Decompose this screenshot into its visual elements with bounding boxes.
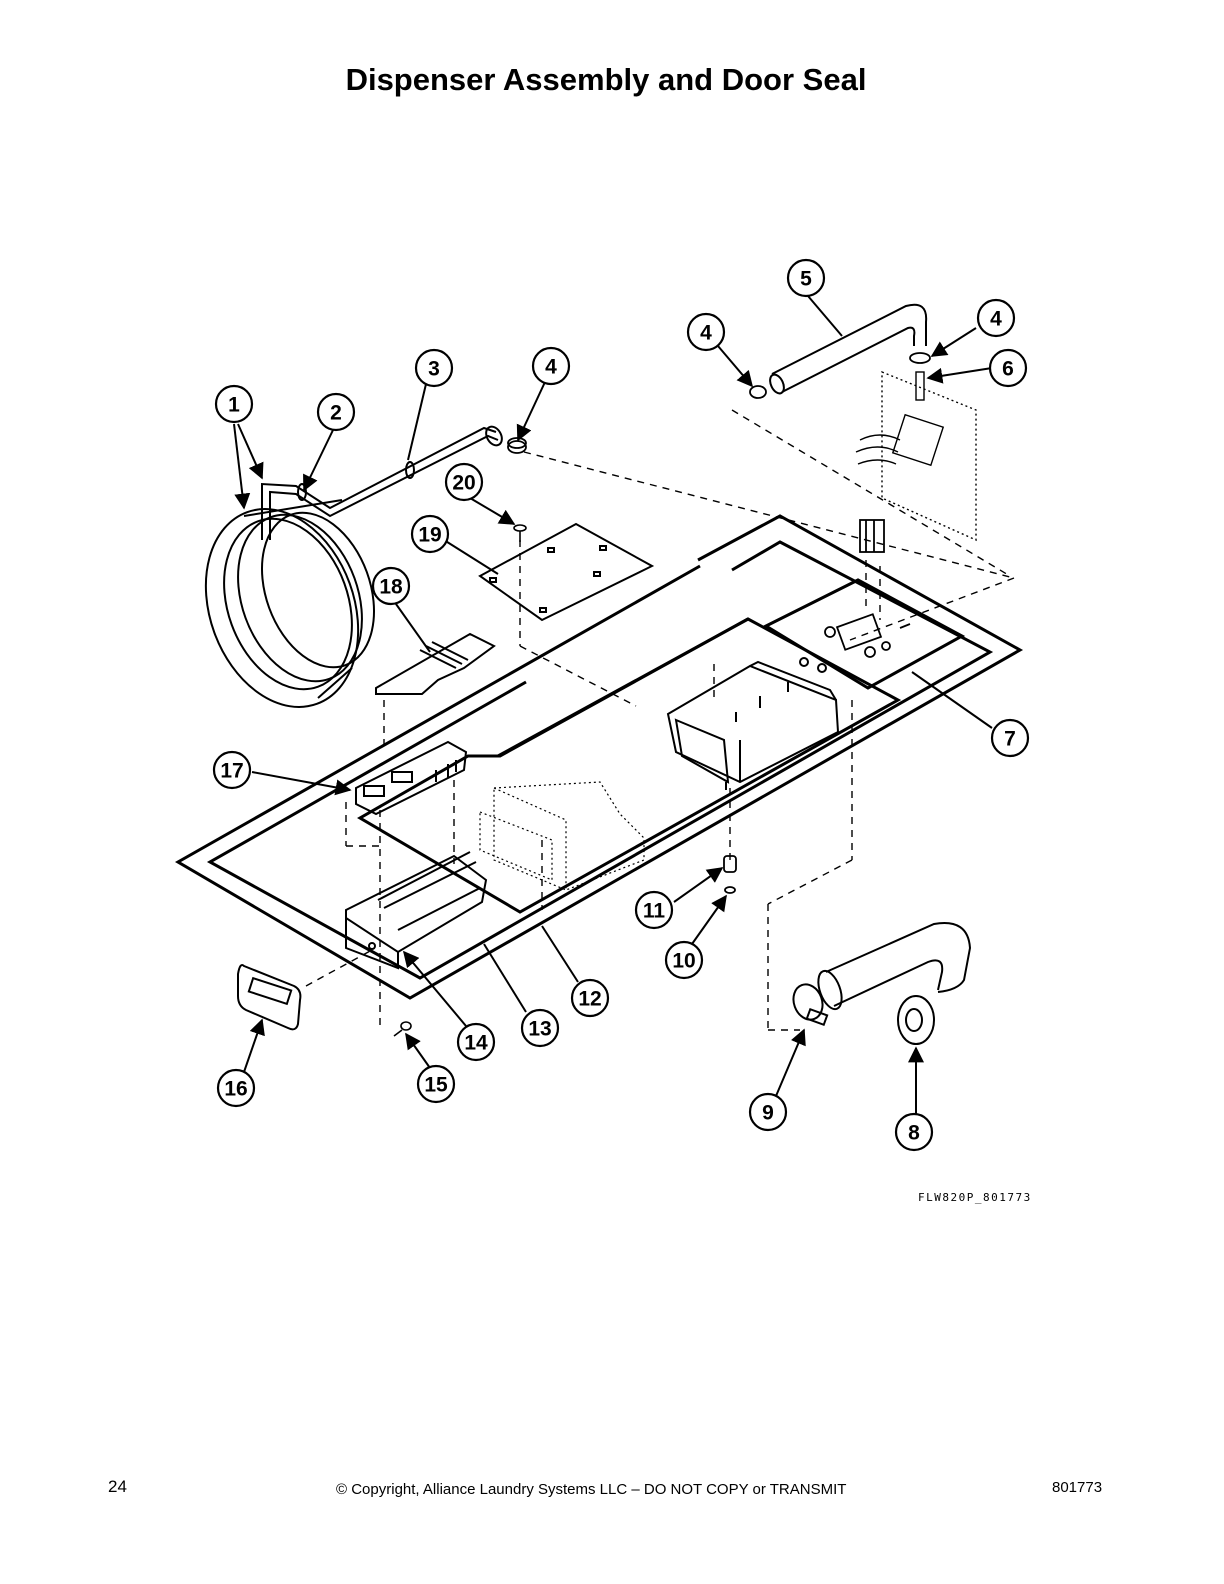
callout-6: 6 (988, 348, 1028, 388)
callout-19: 19 (410, 514, 450, 554)
dispenser-front-part (355, 740, 468, 816)
copyright-notice: © Copyright, Alliance Laundry Systems LL… (336, 1481, 847, 1498)
callout-7: 7 (990, 718, 1030, 758)
hose-clamp-part-upper (749, 352, 931, 399)
callout-20: 20 (444, 462, 484, 502)
callout-circle (410, 514, 450, 554)
callout-circle (456, 1022, 496, 1062)
callout-circle (520, 1008, 560, 1048)
callout-circle (316, 392, 356, 432)
callout-circle (894, 1112, 934, 1152)
callout-circle (786, 258, 826, 298)
callout-circle (214, 384, 254, 424)
callout-circle (634, 890, 674, 930)
callout-17: 17 (212, 750, 252, 790)
callout-18: 18 (371, 566, 411, 606)
callout-number: 6 (1002, 358, 1014, 381)
callout-circle (570, 978, 610, 1018)
callout-4: 4 (531, 346, 571, 386)
bellows-hose-part (817, 922, 972, 1045)
drawing-code: FLW820P_801773 (918, 1191, 1032, 1204)
door-seal-part (204, 499, 376, 708)
nozzle-part (723, 855, 737, 873)
callout-number: 4 (545, 356, 557, 379)
callout-circle (212, 750, 252, 790)
dashed-assembly-lines (305, 409, 1015, 1031)
housing-outline (479, 781, 645, 891)
cover-plate-part (478, 522, 655, 622)
callout-1: 1 (214, 384, 254, 424)
callout-circle (748, 1092, 788, 1132)
callout-5: 5 (786, 258, 826, 298)
page-title: Dispenser Assembly and Door Seal (345, 62, 867, 97)
callout-circle (990, 718, 1030, 758)
injector-hose-part (261, 425, 503, 540)
o-ring-part (724, 886, 736, 894)
callout-circle (216, 1068, 256, 1108)
callout-number: 12 (578, 988, 601, 1011)
page-number: 24 (108, 1477, 127, 1496)
callout-number: 14 (464, 1032, 488, 1055)
callout-number: 10 (672, 950, 695, 973)
callout-circle (371, 566, 411, 606)
callout-circle (976, 298, 1016, 338)
callout-circle (414, 348, 454, 388)
valve-bracket-part (855, 370, 977, 542)
callout-number: 18 (379, 576, 403, 599)
callout-number: 17 (220, 760, 243, 783)
callout-12: 12 (570, 978, 610, 1018)
callout-number: 19 (418, 524, 441, 547)
callout-8: 8 (894, 1112, 934, 1152)
callout-circle (686, 312, 726, 352)
callout-3: 3 (414, 348, 454, 388)
callout-13: 13 (520, 1008, 560, 1048)
callout-number: 2 (330, 402, 342, 425)
callout-4: 4 (686, 312, 726, 352)
screw-part-20 (513, 524, 527, 542)
callout-circle (444, 462, 484, 502)
callout-circle (416, 1064, 456, 1104)
callout-number: 1 (228, 394, 240, 417)
callout-number: 4 (700, 322, 712, 345)
callout-number: 13 (528, 1018, 551, 1041)
callout-16: 16 (216, 1068, 256, 1108)
leader-lines (233, 295, 993, 1114)
drawer-handle-part (237, 964, 302, 1031)
callout-14: 14 (456, 1022, 496, 1062)
callout-number: 20 (452, 472, 475, 495)
callout-circle (531, 346, 571, 386)
siphon-cap-part (375, 632, 496, 695)
callout-number: 15 (424, 1074, 448, 1097)
callout-circle (988, 348, 1028, 388)
callout-9: 9 (748, 1092, 788, 1132)
assembly-outline-13 (357, 617, 902, 914)
callout-10: 10 (664, 940, 704, 980)
callout-2: 2 (316, 392, 356, 432)
callout-number: 5 (800, 268, 812, 291)
dispenser-housing-part (666, 657, 840, 790)
callout-circle (664, 940, 704, 980)
callout-number: 16 (224, 1078, 247, 1101)
callout-4: 4 (976, 298, 1016, 338)
callout-11: 11 (634, 890, 674, 930)
callout-number: 4 (990, 308, 1002, 331)
hose-clamp-part (507, 437, 527, 454)
callout-number: 9 (762, 1102, 774, 1125)
dispenser-drawer-part (345, 851, 488, 970)
callout-number: 11 (643, 900, 666, 923)
hose-clamp-part-9 (792, 983, 829, 1027)
callout-15: 15 (416, 1064, 456, 1104)
screw-part-15 (393, 1021, 412, 1037)
assembly-outline-12 (174, 514, 1024, 1000)
fill-hose-part (769, 303, 928, 395)
assembly-outline-7 (762, 578, 966, 690)
callout-number: 8 (908, 1122, 920, 1145)
callout-number: 7 (1004, 728, 1016, 751)
water-valve-part (824, 519, 911, 658)
document-number: 801773 (1052, 1479, 1103, 1496)
callout-number: 3 (428, 358, 440, 381)
